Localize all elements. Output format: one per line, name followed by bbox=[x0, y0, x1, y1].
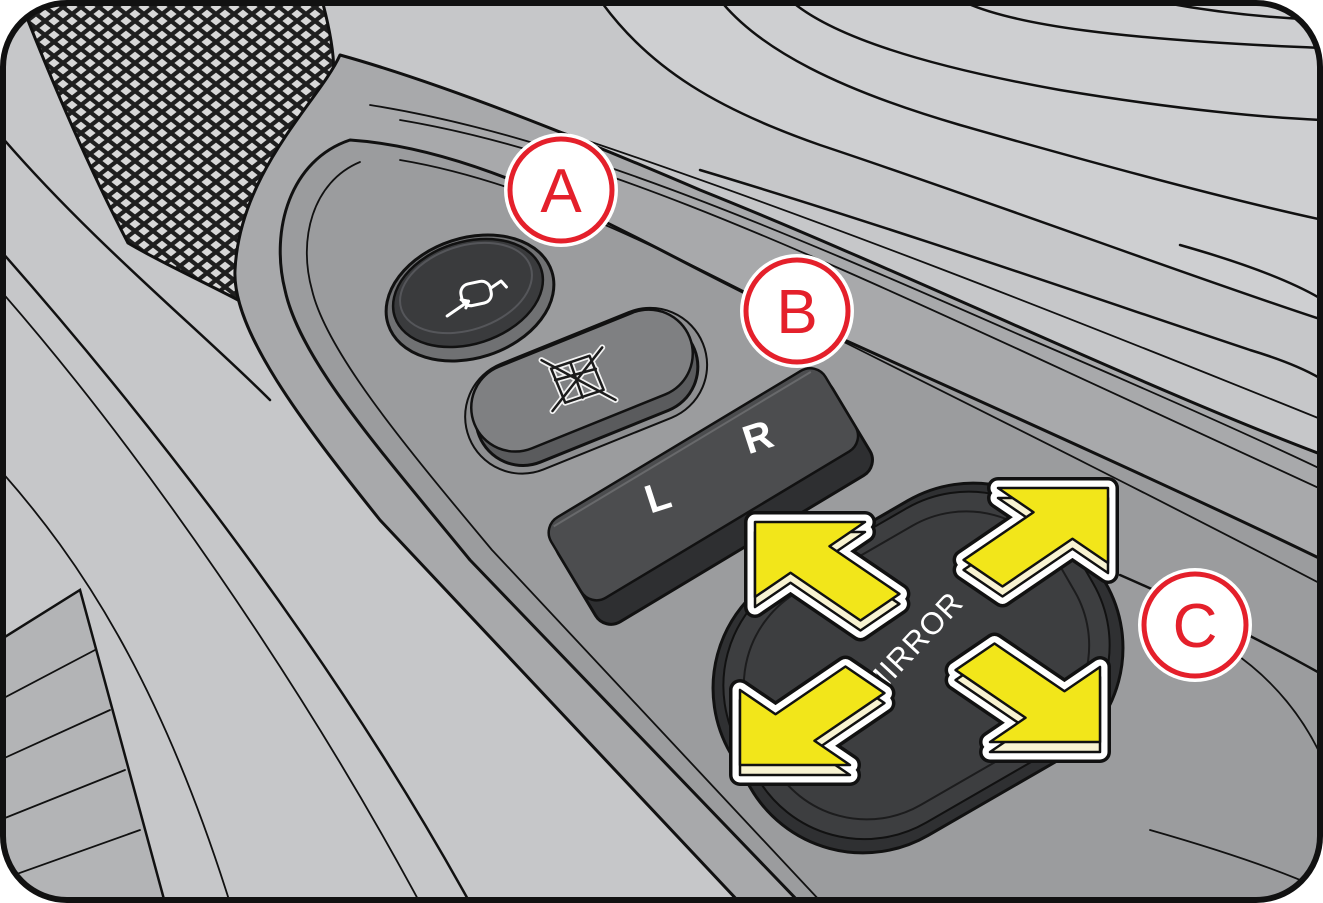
callout-c: C bbox=[1138, 568, 1252, 682]
callout-a: A bbox=[504, 133, 618, 247]
window-lock-button bbox=[464, 306, 709, 475]
callout-b: B bbox=[740, 254, 854, 368]
callout-a-label: A bbox=[540, 157, 582, 226]
callout-c-label: C bbox=[1173, 592, 1218, 661]
mirror-select-switch: L R bbox=[547, 367, 874, 626]
door-handle-trim bbox=[539, 4, 1319, 421]
mirror-fold-button bbox=[384, 233, 556, 363]
window-lock-icon bbox=[538, 344, 619, 415]
left-door-panel bbox=[4, 133, 472, 899]
mirror-fold-icon bbox=[445, 279, 508, 318]
callout-b-label: B bbox=[776, 278, 817, 347]
